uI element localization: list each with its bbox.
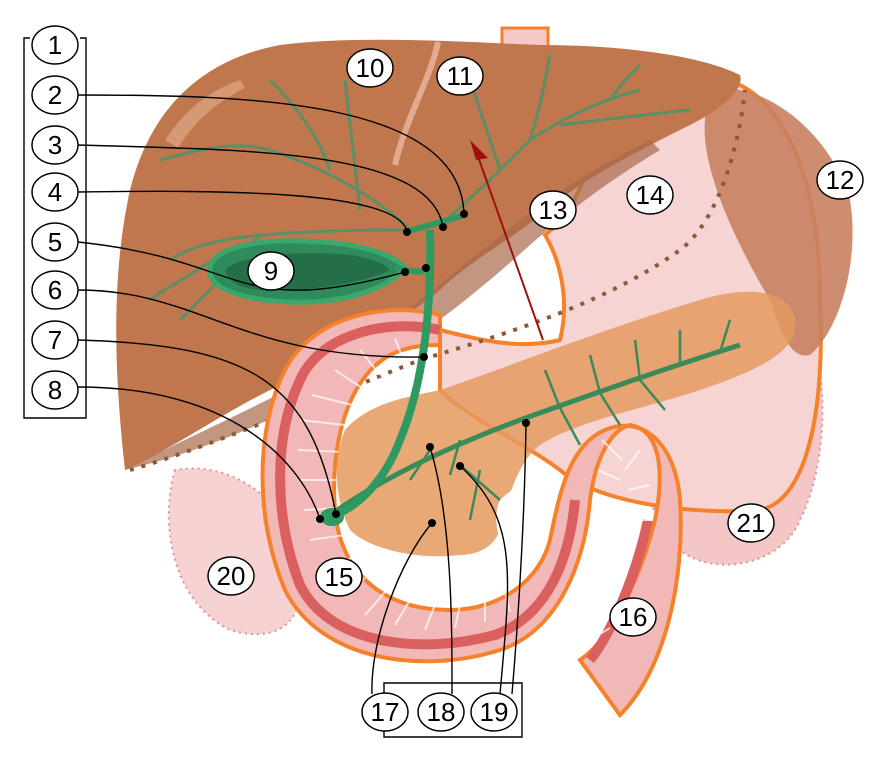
spleen	[704, 88, 853, 356]
label-17: 17	[361, 692, 409, 732]
hepatic-duct	[404, 212, 466, 235]
arrow-line	[474, 147, 544, 341]
svg-text:6: 6	[48, 275, 62, 305]
ligament	[392, 41, 441, 166]
svg-text:21: 21	[737, 508, 766, 538]
label-13: 13	[529, 190, 577, 230]
svg-text:14: 14	[636, 180, 665, 210]
label-10: 10	[346, 48, 394, 88]
svg-text:10: 10	[356, 53, 385, 83]
arrow-head	[470, 140, 488, 160]
liver-shade	[125, 140, 660, 470]
svg-text:11: 11	[447, 61, 474, 91]
pancreatic-branches	[408, 319, 732, 521]
duodenum-folds	[297, 337, 652, 641]
svg-text:1: 1	[48, 30, 62, 60]
label-5: 5	[31, 222, 79, 262]
leader-lines	[77, 94, 527, 695]
label-16: 16	[609, 597, 657, 637]
leader-dots	[316, 210, 530, 527]
svg-text:20: 20	[217, 561, 246, 591]
svg-text:19: 19	[480, 697, 509, 727]
ampulla	[320, 508, 344, 526]
label-21: 21	[727, 503, 775, 543]
svg-text:17: 17	[371, 697, 400, 727]
svg-text:15: 15	[325, 562, 354, 592]
pancreatic-duct	[328, 342, 741, 518]
label-9: 9	[247, 251, 295, 291]
label-8: 8	[31, 370, 79, 410]
label-20: 20	[207, 556, 255, 596]
common-bile-duct	[333, 229, 435, 519]
left-bracket	[23, 37, 87, 419]
svg-text:5: 5	[48, 227, 62, 257]
svg-text:18: 18	[427, 697, 456, 727]
label-7: 7	[31, 320, 79, 360]
label-14: 14	[626, 175, 674, 215]
svg-text:9: 9	[264, 256, 278, 286]
white-gap	[496, 485, 545, 540]
svg-text:4: 4	[48, 177, 62, 207]
svg-text:3: 3	[48, 130, 62, 160]
svg-text:7: 7	[48, 325, 62, 355]
label-2: 2	[31, 75, 79, 115]
svg-text:8: 8	[48, 375, 62, 405]
svg-text:2: 2	[48, 80, 62, 110]
svg-text:13: 13	[539, 195, 568, 225]
label-12: 12	[816, 160, 864, 200]
label-11: 11	[436, 56, 484, 96]
label-19: 19	[470, 692, 518, 732]
label-15: 15	[315, 557, 363, 597]
label-18: 18	[417, 692, 465, 732]
label-3: 3	[31, 125, 79, 165]
label-4: 4	[31, 172, 79, 212]
svg-text:12: 12	[826, 165, 855, 195]
bottom-bracket	[383, 682, 523, 738]
svg-text:16: 16	[619, 602, 648, 632]
liver-highlight	[165, 80, 245, 148]
label-1: 1	[31, 25, 79, 65]
label-6: 6	[31, 270, 79, 310]
